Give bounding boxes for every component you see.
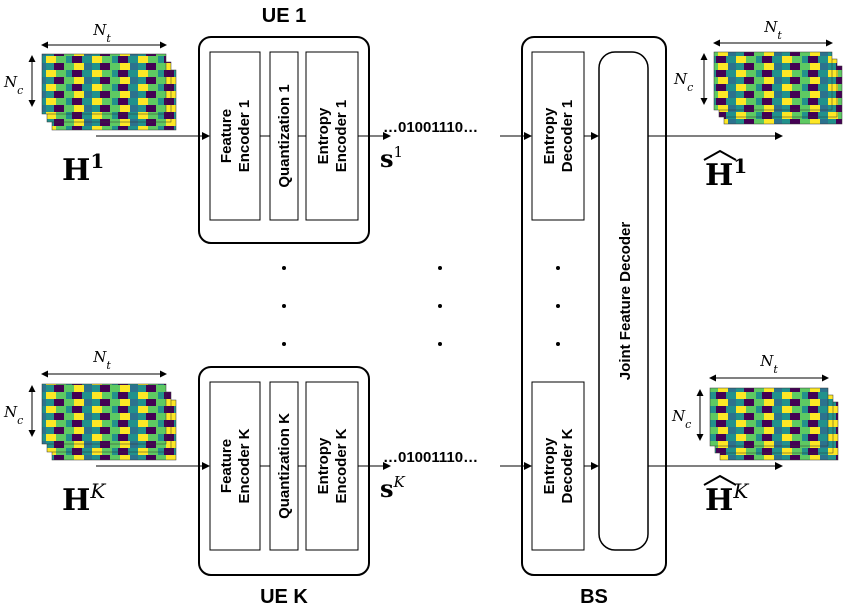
vertical-ellipsis-ue <box>282 266 286 346</box>
quantization-k-label: Quantization K <box>276 413 293 519</box>
svg-text:Entropy: Entropy <box>315 107 332 164</box>
svg-text:Entropy: Entropy <box>315 437 332 494</box>
svg-text:Encoder 1: Encoder 1 <box>333 100 350 173</box>
svg-text:Feature: Feature <box>218 439 235 493</box>
nt-label-out-1: Nt <box>763 18 782 42</box>
bs-title: BS <box>580 586 608 608</box>
svg-text:Feature: Feature <box>218 109 235 163</box>
feature-encoder-k-label: Feature Encoder K <box>218 428 253 503</box>
uek-container <box>198 366 370 576</box>
quantization-1-block[interactable] <box>269 51 299 221</box>
vertical-ellipsis-bitstream <box>438 266 442 346</box>
output-symbol-hk: HK <box>703 474 749 518</box>
joint-feature-decoder-block[interactable] <box>598 51 649 551</box>
input-symbol-hk: HK <box>62 479 106 518</box>
entropy-encoder-k-label: Entropy Encoder K <box>315 428 350 503</box>
svg-text:Encoder K: Encoder K <box>333 428 350 503</box>
entropy-decoder-k-block[interactable] <box>531 381 585 551</box>
uek-title: UE K <box>260 586 308 608</box>
quantization-1-label: Quantization 1 <box>276 84 293 187</box>
nt-label-1: Nt <box>92 21 111 45</box>
entropy-decoder-1-label: Entropy Decoder 1 <box>541 100 576 173</box>
svg-text:Encoder K: Encoder K <box>236 428 253 503</box>
vertical-ellipsis-bs <box>556 266 560 346</box>
ue1-title: UE 1 <box>262 5 306 27</box>
nc-label-1: Nc <box>3 73 23 97</box>
bitstream-symbol-sk: sK <box>380 473 406 503</box>
quantization-k-block[interactable] <box>269 381 299 551</box>
entropy-encoder-1-label: Entropy Encoder 1 <box>315 100 350 173</box>
feature-encoder-1-label: Feature Encoder 1 <box>218 100 253 173</box>
nt-label-k: Nt <box>92 348 111 372</box>
bitstream-k: …01001110… <box>383 449 478 466</box>
svg-text:H1: H1 <box>705 154 747 193</box>
svg-text:Entropy: Entropy <box>541 437 558 494</box>
svg-text:Entropy: Entropy <box>541 107 558 164</box>
output-symbol-h1: H1 <box>703 149 747 193</box>
feature-encoder-1-block[interactable] <box>209 51 261 221</box>
input-channel-stack-1 <box>41 53 177 131</box>
input-symbol-h1: H1 <box>62 149 104 188</box>
bs-container <box>521 36 667 576</box>
entropy-decoder-1-block[interactable] <box>531 51 585 221</box>
nc-label-out-k: Nc <box>671 407 691 431</box>
svg-text:Joint Feature Decoder: Joint Feature Decoder <box>617 222 634 381</box>
entropy-encoder-1-block[interactable] <box>305 51 359 221</box>
output-channel-stack-k <box>709 387 839 461</box>
output-channel-stack-1 <box>713 51 843 125</box>
bitstream-symbol-s1: s1 <box>380 143 403 173</box>
joint-feature-decoder-label: Joint Feature Decoder <box>617 222 634 381</box>
bitstream-1: …01001110… <box>383 119 478 136</box>
ue1-container <box>198 36 370 244</box>
svg-text:Quantization 1: Quantization 1 <box>276 84 293 187</box>
entropy-decoder-k-label: Entropy Decoder K <box>541 428 576 503</box>
nt-label-out-k: Nt <box>759 352 778 376</box>
svg-text:Decoder K: Decoder K <box>559 428 576 503</box>
nc-label-out-1: Nc <box>673 70 693 94</box>
input-channel-stack-k <box>41 383 177 461</box>
svg-text:HK: HK <box>705 479 749 518</box>
nc-label-k: Nc <box>3 403 23 427</box>
svg-text:Encoder 1: Encoder 1 <box>236 100 253 173</box>
svg-text:Quantization K: Quantization K <box>276 413 293 519</box>
feature-encoder-k-block[interactable] <box>209 381 261 551</box>
entropy-encoder-k-block[interactable] <box>305 381 359 551</box>
svg-text:Decoder 1: Decoder 1 <box>559 100 576 173</box>
